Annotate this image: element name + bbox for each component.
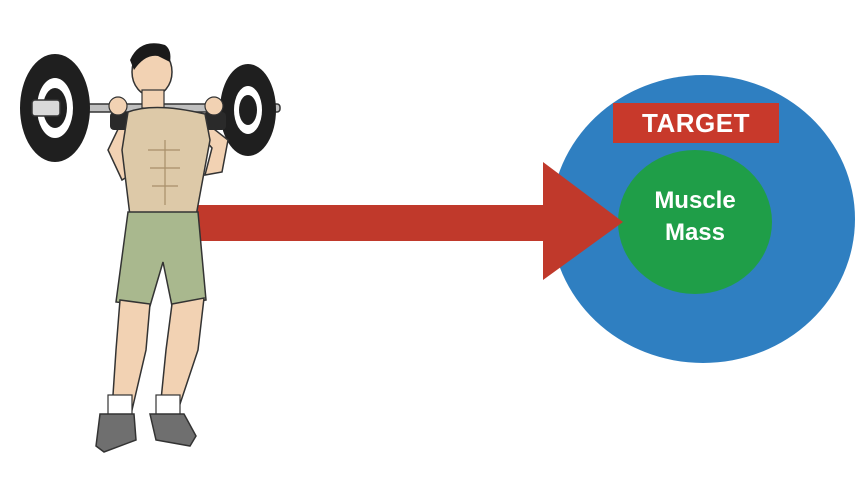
arrow-icon xyxy=(197,162,623,280)
core-label-line1: Muscle xyxy=(654,187,736,214)
target-label: TARGET xyxy=(613,103,779,143)
core-label: Muscle Mass xyxy=(620,185,770,249)
barbell-lifter-icon xyxy=(20,43,281,453)
target-core-circle xyxy=(618,150,772,294)
core-label-line2: Mass xyxy=(664,219,726,246)
